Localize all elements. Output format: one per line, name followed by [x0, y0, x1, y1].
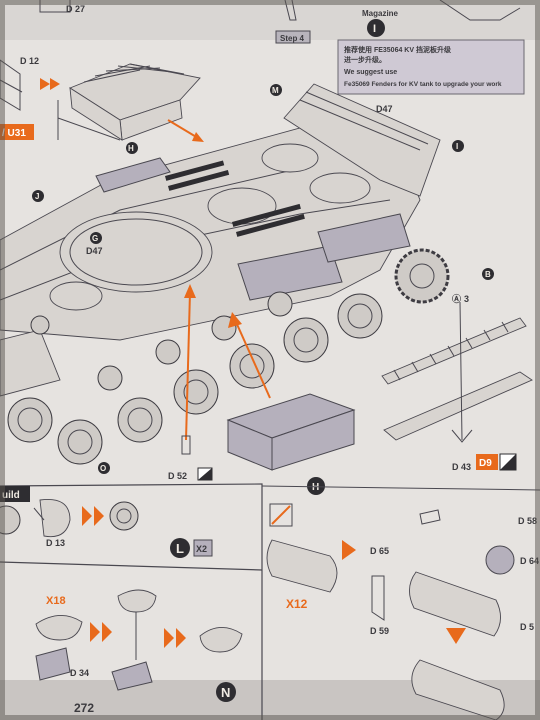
part-label-d27: D 27: [66, 4, 85, 14]
orange-arrow-drum: [342, 540, 356, 560]
part-label-d58: D 58: [518, 516, 537, 526]
orange-arrow-l: [82, 506, 104, 526]
step-l-area: uild D 13 L X2: [0, 486, 213, 558]
part-label-a3: 3: [464, 294, 469, 304]
note-english-1: We suggest use: [344, 69, 397, 76]
orange-arrow-d12: [40, 78, 60, 90]
rear-grill-frame: [283, 83, 441, 197]
step-letter-l: L: [176, 541, 184, 556]
note-english-2: Fe35069 Fenders for KV tank to upgrade y…: [344, 81, 502, 88]
magazine-letter: I: [373, 23, 376, 35]
part-label-d47-left: D47: [86, 246, 103, 256]
drive-sprocket: [394, 248, 450, 304]
grey-fender-box-1: [237, 245, 343, 301]
part-label-d47-top: D47: [376, 104, 393, 114]
callout-m: M: [272, 86, 279, 95]
part-label-d9: D9: [479, 458, 492, 469]
hatch-d47-left: [49, 281, 103, 311]
magazine-label: Magazine: [362, 9, 399, 18]
fuel-drum-area: X12 D 58 D 65 D 64 D 59 D 5: [266, 503, 539, 720]
hatch-m: [261, 143, 319, 173]
build-label: uild: [2, 490, 20, 501]
step-circle-n: [216, 682, 236, 702]
turret-ring: [59, 211, 213, 293]
callout-h-box: H: [312, 482, 319, 493]
orange-arrow-n-2: [164, 628, 186, 648]
qty-x2: X2: [196, 544, 207, 554]
qty-x18: X18: [46, 595, 66, 607]
step-box: Step 4 Magazine I 推荐使用 FE35064 KV 挡泥板升级 …: [275, 9, 525, 95]
engine-deck-circle: [207, 187, 277, 225]
orange-arrow-down: [446, 628, 466, 644]
magazine-step-circle: [367, 19, 385, 37]
step-n-area: X18 D 34 N: [35, 589, 243, 702]
note-chinese-2: 进一步升级。: [344, 55, 386, 64]
engine-grills: [165, 160, 305, 237]
orange-arrowhead-rack: [192, 132, 204, 142]
part-label-d65: D 65: [370, 546, 389, 556]
note-chinese: 推荐使用 FE35064 KV 挡泥板升级: [344, 45, 452, 54]
part-label-d52: D 52: [168, 471, 187, 481]
part-label-d59: D 59: [370, 626, 389, 636]
top-fragments: D 27: [39, 0, 521, 21]
section-dividers: [0, 483, 540, 720]
part-label-d43: D 43: [452, 462, 471, 472]
page-number: 272: [74, 701, 94, 715]
part-label-d5: D 5: [520, 622, 534, 632]
callout-b: B: [485, 270, 491, 279]
callout-g: G: [92, 234, 98, 243]
orange-arrows-hull: [184, 284, 271, 441]
part-label-u31: / U31: [2, 128, 26, 139]
grey-fender-box-2: [317, 213, 411, 263]
part-label-a3-a: Ⓐ: [452, 293, 461, 304]
hull-callouts: M I J H G O B D47 D47: [32, 84, 494, 474]
callout-o: O: [100, 464, 106, 473]
qty-x12: X12: [286, 597, 308, 611]
road-wheels: [7, 291, 383, 465]
orange-arrow-rack: [167, 119, 199, 139]
grey-panel-h-top: [95, 157, 171, 193]
callout-h-top: H: [128, 144, 134, 153]
u31-tag: / U31: [0, 124, 34, 140]
callout-i: I: [456, 142, 458, 151]
d52-clip: D 52: [168, 435, 213, 481]
ammo-rack: [57, 63, 201, 141]
grey-box-h: H: [226, 393, 356, 495]
tank-hull: [0, 83, 441, 397]
step-label: Step 4: [280, 34, 305, 43]
part-label-d64: D 64: [520, 556, 539, 566]
callout-j: J: [35, 192, 39, 201]
part-label-d12: D 12: [20, 56, 39, 66]
hatch-d47-top: [309, 172, 371, 204]
part-label-d34: D 34: [70, 668, 89, 678]
orange-arrow-n-1: [90, 622, 112, 642]
fender-part: Ⓐ 3 D 43 D9: [381, 293, 533, 472]
step-letter-n: N: [221, 685, 230, 700]
part-label-d13: D 13: [46, 538, 65, 548]
step-circle-l: [170, 538, 190, 558]
note-box: [337, 39, 525, 95]
